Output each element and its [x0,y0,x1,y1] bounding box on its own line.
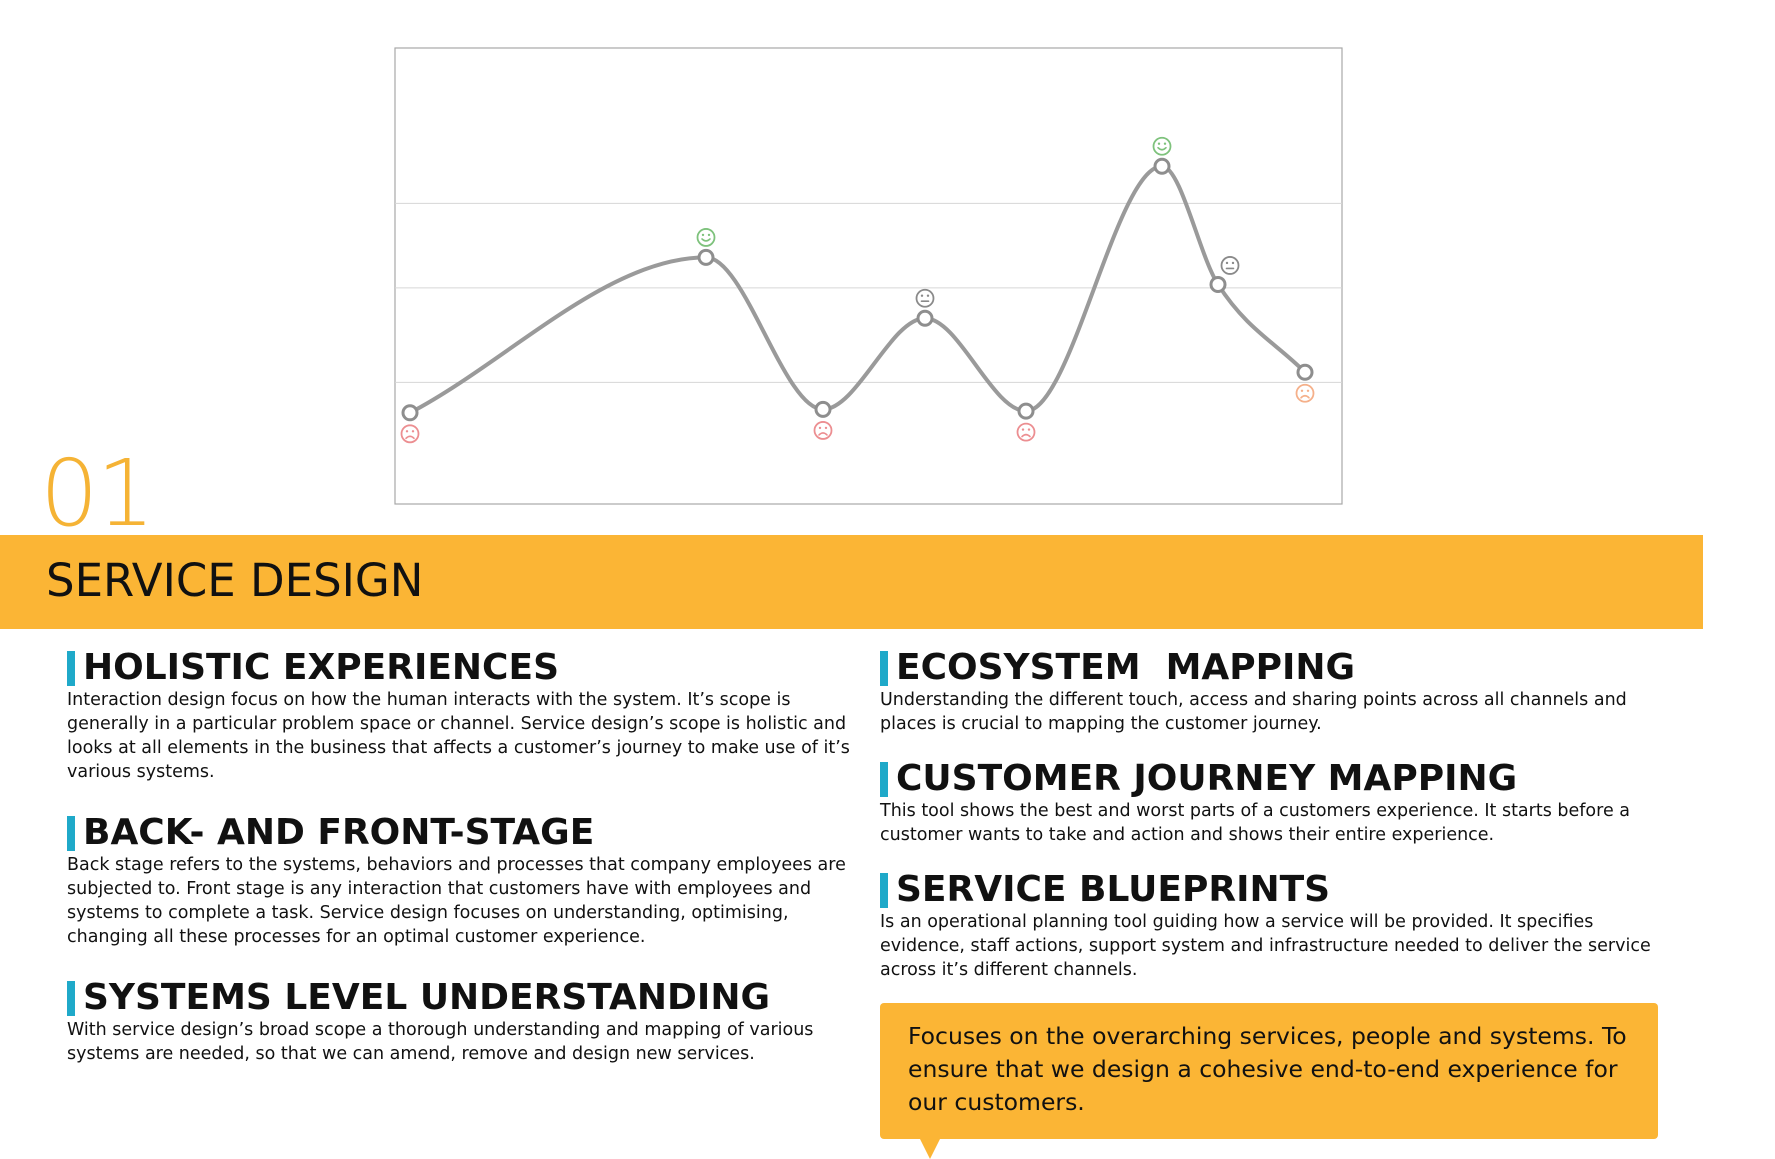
topic-heading: CUSTOMER JOURNEY MAPPING [880,759,1670,799]
topic-heading-text: ECOSYSTEM MAPPING [896,647,1356,688]
topic-heading: ECOSYSTEM MAPPING [880,648,1670,688]
right-column: ECOSYSTEM MAPPING Understanding the diff… [880,648,1670,1005]
journey-mood-icons [400,136,1315,444]
sad-face-icon [1016,422,1036,442]
topic-holistic-experiences: HOLISTIC EXPERIENCES Interaction design … [67,648,857,784]
topic-body: Back stage refers to the systems, behavi… [67,855,846,947]
section-title: SERVICE DESIGN [46,554,424,607]
topic-heading: HOLISTIC EXPERIENCES [67,648,857,688]
topic-heading: SERVICE BLUEPRINTS [880,870,1670,910]
topic-body: With service design’s broad scope a thor… [67,1020,814,1064]
neutral-face-icon [915,288,935,308]
topic-heading: SYSTEMS LEVEL UNDERSTANDING [67,978,857,1018]
section-title-band: SERVICE DESIGN [0,535,1703,629]
heading-accent-bar [880,761,888,797]
topic-heading-text: SERVICE BLUEPRINTS [896,869,1331,910]
heading-accent-bar [67,980,75,1016]
chart-frame [394,47,1343,505]
callout-pointer [920,1139,940,1159]
topic-heading-text: BACK- AND FRONT-STAGE [83,812,595,853]
journey-point [916,309,934,327]
topic-service-blueprints: SERVICE BLUEPRINTS Is an operational pla… [880,870,1670,982]
journey-point [697,248,715,266]
heading-accent-bar [67,815,75,851]
topic-back-and-front-stage: BACK- AND FRONT-STAGE Back stage refers … [67,813,857,949]
callout-box: Focuses on the overarching services, peo… [880,1003,1658,1159]
sad-face-icon [400,424,420,444]
neutral-face-icon [1220,256,1240,275]
journey-point [814,400,832,418]
journey-point [1153,157,1171,175]
topic-heading-text: HOLISTIC EXPERIENCES [83,647,559,688]
journey-point [1296,363,1314,381]
happy-face-icon [1152,136,1172,156]
heading-accent-bar [880,872,888,908]
topic-body: Understanding the different touch, acces… [880,690,1627,734]
topic-body: This tool shows the best and worst parts… [880,801,1630,845]
topic-heading: BACK- AND FRONT-STAGE [67,813,857,853]
heading-accent-bar [67,650,75,686]
topic-heading-text: SYSTEMS LEVEL UNDERSTANDING [83,977,771,1018]
topic-ecosystem-mapping: ECOSYSTEM MAPPING Understanding the diff… [880,648,1670,736]
sad-face-icon [813,421,833,440]
sad-face-icon [1295,383,1315,403]
topic-body: Interaction design focus on how the huma… [67,690,850,782]
topic-body: Is an operational planning tool guiding … [880,912,1651,980]
section-number: 01 [40,440,155,547]
journey-point [1017,402,1035,420]
topic-customer-journey-mapping: CUSTOMER JOURNEY MAPPING This tool shows… [880,759,1670,847]
callout-text: Focuses on the overarching services, peo… [908,1022,1627,1116]
journey-point [1209,275,1227,293]
customer-journey-chart [394,47,1343,505]
topic-systems-level-understanding: SYSTEMS LEVEL UNDERSTANDING With service… [67,978,857,1066]
left-column: HOLISTIC EXPERIENCES Interaction design … [67,648,857,1095]
journey-point [401,404,419,422]
journey-points [401,157,1314,422]
happy-face-icon [696,228,716,247]
topic-heading-text: CUSTOMER JOURNEY MAPPING [896,758,1518,799]
heading-accent-bar [880,650,888,686]
